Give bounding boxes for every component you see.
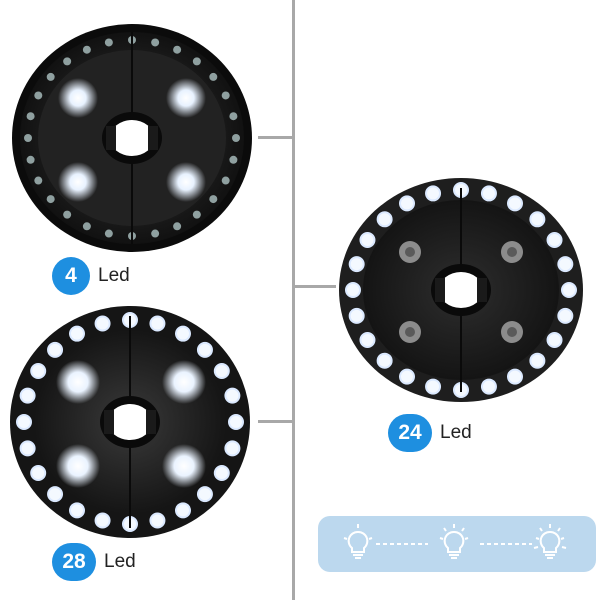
rim-led: [480, 378, 497, 395]
bulb-icon-1: [343, 524, 373, 559]
rim-led: [529, 352, 546, 369]
led-unit: Led: [98, 265, 130, 286]
rim-led: [507, 368, 523, 385]
rim-led: [221, 176, 230, 185]
rim-led: [232, 134, 240, 142]
rim-led: [209, 72, 218, 81]
vertical-divider: [292, 0, 295, 600]
light-24-led: [338, 176, 584, 404]
rim-led: [359, 232, 376, 248]
led-unit: Led: [104, 551, 136, 572]
brightness-legend: [318, 516, 596, 572]
rim-led: [192, 210, 201, 219]
rim-led: [24, 134, 32, 142]
label-28-led: 28 Led: [52, 543, 136, 581]
rim-led: [376, 352, 393, 369]
rim-led: [104, 38, 113, 47]
rim-led: [94, 315, 111, 332]
rim-led: [94, 512, 111, 529]
rim-led: [30, 363, 47, 379]
rim-led: [192, 57, 201, 66]
rim-led: [399, 195, 415, 212]
rim-led: [229, 112, 238, 121]
rim-led: [175, 502, 191, 519]
rim-led: [34, 91, 43, 100]
rim-led: [507, 195, 523, 212]
rim-led: [221, 91, 230, 100]
light-4-led: [10, 22, 254, 254]
rim-led: [30, 465, 47, 481]
rim-led: [345, 282, 361, 298]
count-badge: 28: [52, 543, 96, 581]
rim-led: [425, 185, 442, 202]
rim-led: [546, 232, 563, 248]
rim-led: [213, 465, 230, 481]
rim-led: [213, 363, 230, 379]
connector-bottom-left: [258, 420, 294, 423]
rim-led: [46, 195, 55, 204]
rim-led: [557, 307, 574, 324]
rim-led: [149, 315, 166, 332]
rim-led: [209, 195, 218, 204]
rim-led: [104, 229, 113, 238]
rim-led: [34, 176, 43, 185]
light-24-led-graphic: [339, 178, 583, 402]
rim-led: [546, 332, 563, 348]
rim-led: [26, 155, 35, 164]
rim-led: [63, 57, 72, 66]
rim-led: [26, 112, 35, 121]
rim-led: [480, 185, 497, 202]
light-28-led: [8, 304, 252, 540]
rim-led: [47, 486, 64, 503]
rim-led: [529, 211, 546, 228]
rim-led: [376, 211, 393, 228]
count-badge: 24: [388, 414, 432, 452]
count-badge: 4: [52, 257, 90, 295]
rim-led: [224, 387, 241, 404]
rim-led: [348, 307, 365, 324]
rim-led: [19, 440, 36, 457]
rim-led: [82, 45, 91, 54]
rim-led: [359, 332, 376, 348]
rim-led: [196, 341, 213, 358]
rim-led: [46, 72, 55, 81]
rim-led: [399, 368, 415, 385]
rim-led: [561, 282, 577, 298]
rim-led: [82, 222, 91, 231]
bulb-icon-2: [439, 524, 469, 559]
legend-graphic: [343, 524, 567, 559]
led-unit: Led: [440, 422, 472, 443]
rim-led: [557, 256, 574, 273]
rim-led: [151, 38, 160, 47]
rim-led: [196, 486, 213, 503]
rim-led: [348, 256, 365, 273]
rim-led: [228, 414, 244, 430]
rim-led: [175, 325, 191, 342]
light-4-led-graphic: [12, 24, 252, 252]
rim-led: [173, 222, 182, 231]
rim-led: [63, 210, 72, 219]
rim-led: [229, 155, 238, 164]
label-24-led: 24 Led: [388, 414, 472, 452]
rim-led: [69, 325, 85, 342]
connector-top-left: [258, 136, 294, 139]
rim-led: [151, 229, 160, 238]
light-28-led-graphic: [10, 306, 250, 538]
rim-led: [16, 414, 32, 430]
connector-right: [294, 285, 336, 288]
rim-led: [47, 341, 64, 358]
label-4-led: 4 Led: [52, 257, 130, 295]
rim-led: [69, 502, 85, 519]
bulb-icon-3: [533, 524, 567, 559]
rim-led: [224, 440, 241, 457]
rim-led: [425, 378, 442, 395]
rim-led: [19, 387, 36, 404]
rim-led: [173, 45, 182, 54]
rim-led: [149, 512, 166, 529]
